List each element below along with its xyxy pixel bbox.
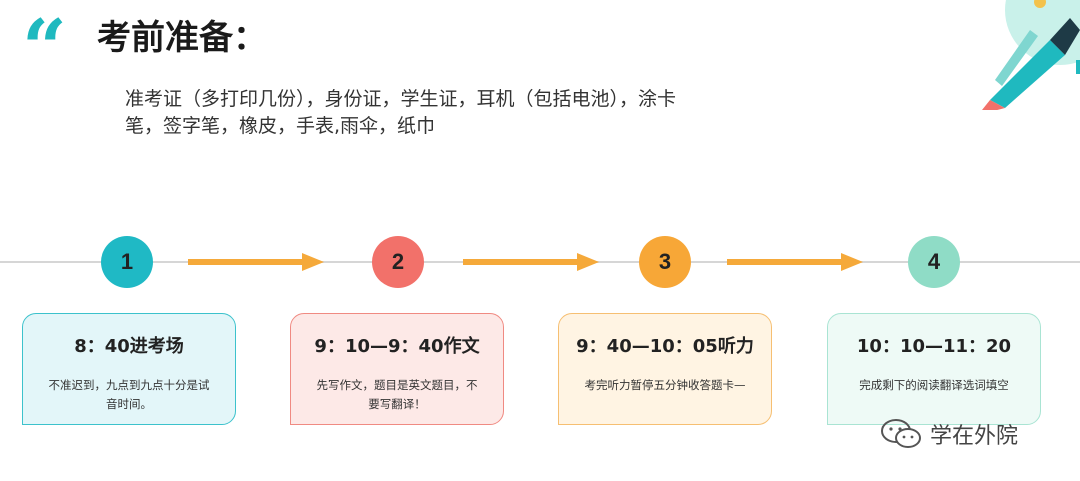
step-4-text: 完成剩下的阅读翻译选词填空 [859,378,1009,392]
step-1-number: 1 [120,249,134,274]
watermark-text: 学在外院 [930,424,1019,449]
step-1-time: 8：40进考场 [74,336,184,357]
step-1-card: 8：40进考场 不准迟到，九点到九点十分是试音时间。 [22,313,236,425]
step-2-circle: 2 [372,236,424,288]
wechat-icon [881,419,921,448]
arrow-1-icon [188,253,324,271]
intro-text: 准考证（多打印几份），身份证，学生证，耳机（包括电池），涂卡笔，签字笔，橡皮，手… [125,88,677,137]
step-1-circle: 1 [101,236,153,288]
step-4-time: 10：10—11：20 [856,336,1012,357]
step-1-text: 不准迟到，九点到九点十分是试音时间。 [48,378,210,411]
quote-mark-icon: “ [22,3,67,94]
step-3-text: 考完听力暂停五分钟收答题卡— [584,378,746,392]
pencil-decoration-icon [982,0,1080,110]
step-2-time: 9：10—9：40作文 [314,336,480,357]
step-2-card: 9：10—9：40作文 先写作文，题目是英文题目，不要写翻译！ [290,313,504,425]
step-4-circle: 4 [908,236,960,288]
step-4-number: 4 [927,249,941,274]
step-3-card: 9：40—10：05听力 考完听力暂停五分钟收答题卡— [558,313,772,425]
step-3-time: 9：40—10：05听力 [576,336,754,357]
arrow-3-icon [727,253,863,271]
page-title: 考前准备： [97,18,267,58]
arrow-2-icon [463,253,599,271]
step-2-number: 2 [391,249,405,274]
step-2-text: 先写作文，题目是英文题目，不要写翻译！ [316,378,478,411]
step-3-circle: 3 [639,236,691,288]
watermark: 学在外院 [880,418,1018,450]
step-4-card: 10：10—11：20 完成剩下的阅读翻译选词填空 [827,313,1041,425]
step-3-number: 3 [658,249,672,274]
